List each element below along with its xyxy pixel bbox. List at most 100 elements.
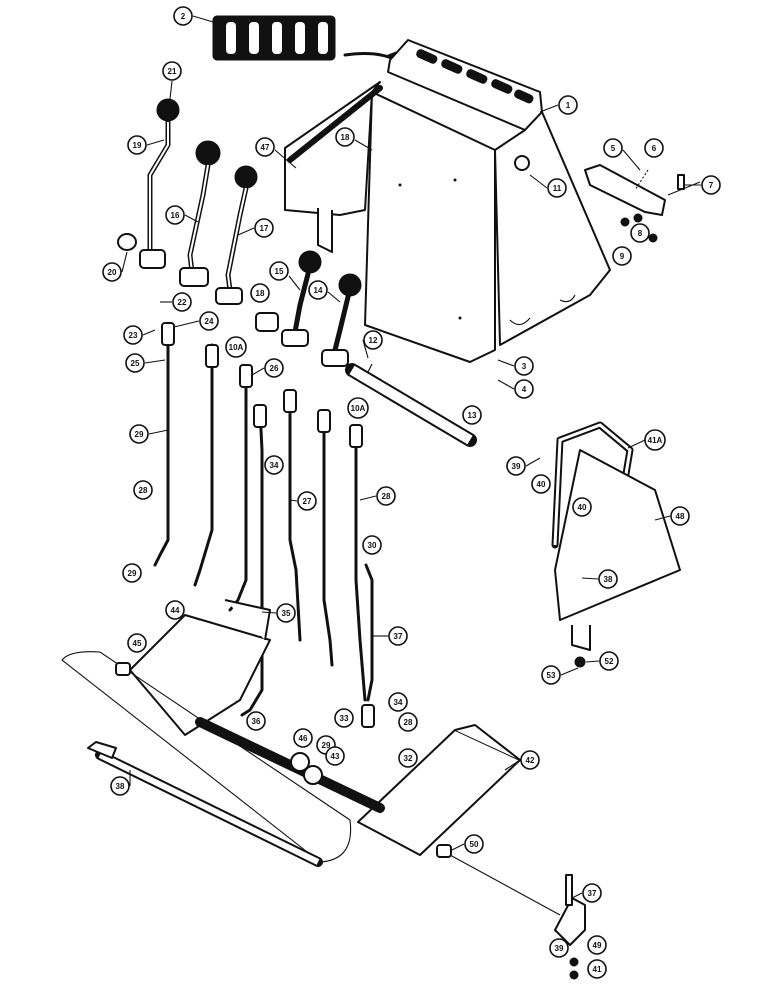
clevis-rod-set bbox=[153, 322, 375, 728]
callout-c-38b: 38 bbox=[110, 776, 130, 796]
callout-label: 11 bbox=[553, 184, 562, 193]
callout-c-5: 5 bbox=[603, 138, 623, 158]
callout-label: 19 bbox=[133, 141, 142, 150]
control-lever-14 bbox=[321, 273, 362, 367]
callout-label: 10A bbox=[351, 404, 366, 413]
callout-label: 20 bbox=[108, 268, 117, 277]
callout-label: 12 bbox=[369, 336, 378, 345]
callout-label: 25 bbox=[131, 359, 140, 368]
control-lever-17 bbox=[215, 165, 258, 305]
callout-label: 34 bbox=[270, 461, 279, 470]
callout-label: 4 bbox=[522, 385, 527, 394]
callout-label: 43 bbox=[331, 752, 340, 761]
callout-label: 38 bbox=[116, 782, 125, 791]
callout-c-4: 4 bbox=[514, 379, 534, 399]
callout-label: 10A bbox=[229, 343, 244, 352]
callout-c-7: 7 bbox=[701, 175, 721, 195]
callout-label: 1 bbox=[566, 101, 571, 110]
callout-label: 28 bbox=[139, 486, 148, 495]
callout-c-1: 1 bbox=[558, 95, 578, 115]
callout-c-18b: 18 bbox=[250, 283, 270, 303]
callout-label: 38 bbox=[604, 575, 613, 584]
callout-c-38: 38 bbox=[598, 569, 618, 589]
callout-c-26: 26 bbox=[264, 358, 284, 378]
callout-label: 21 bbox=[168, 67, 177, 76]
callout-c-17: 17 bbox=[254, 218, 274, 238]
callout-c-35: 35 bbox=[276, 603, 296, 623]
callout-label: 33 bbox=[340, 714, 349, 723]
callout-label: 32 bbox=[404, 754, 413, 763]
callout-c-28c: 28 bbox=[398, 712, 418, 732]
callout-label: 8 bbox=[638, 229, 643, 238]
bracket-part-48 bbox=[554, 449, 681, 668]
callout-c-49: 49 bbox=[587, 935, 607, 955]
callout-c-34b: 34 bbox=[388, 692, 408, 712]
callout-label: 28 bbox=[404, 718, 413, 727]
callout-c-29: 29 bbox=[129, 424, 149, 444]
callout-c-40b: 40 bbox=[572, 497, 592, 517]
callout-c-19: 19 bbox=[127, 135, 147, 155]
callout-c-11: 11 bbox=[547, 178, 567, 198]
callout-c-28b: 28 bbox=[133, 480, 153, 500]
callout-c-47: 47 bbox=[255, 137, 275, 157]
callout-label: 13 bbox=[468, 411, 477, 420]
callout-c-12: 12 bbox=[363, 330, 383, 350]
callout-c-15: 15 bbox=[269, 261, 289, 281]
callout-c-29b: 29 bbox=[122, 563, 142, 583]
callout-c-42: 42 bbox=[520, 750, 540, 770]
bracket-part-5 bbox=[584, 164, 701, 243]
bushing-set bbox=[115, 662, 452, 858]
callout-label: 50 bbox=[470, 840, 479, 849]
callout-label: 53 bbox=[547, 671, 556, 680]
callout-c-14: 14 bbox=[308, 280, 328, 300]
callout-label: 37 bbox=[394, 632, 403, 641]
callout-c-2: 2 bbox=[173, 6, 193, 26]
shaft-part-13 bbox=[345, 363, 477, 447]
callout-label: 24 bbox=[205, 317, 214, 326]
callout-label: 48 bbox=[676, 512, 685, 521]
callout-c-3: 3 bbox=[514, 356, 534, 376]
callout-label: 18 bbox=[256, 289, 265, 298]
callout-label: 45 bbox=[133, 639, 142, 648]
callout-c-36: 36 bbox=[246, 711, 266, 731]
callout-c-13: 13 bbox=[462, 405, 482, 425]
callout-label: 28 bbox=[382, 492, 391, 501]
callout-label: 37 bbox=[588, 889, 597, 898]
callout-c-43: 43 bbox=[325, 746, 345, 766]
callout-c-9: 9 bbox=[612, 246, 632, 266]
callout-c-21: 21 bbox=[162, 61, 182, 81]
callout-c-27: 27 bbox=[297, 491, 317, 511]
console-housing bbox=[284, 39, 611, 363]
callout-c-37: 37 bbox=[388, 626, 408, 646]
callout-c-16: 16 bbox=[165, 205, 185, 225]
foot-plate-part-44 bbox=[61, 599, 352, 863]
callout-c-22: 22 bbox=[172, 292, 192, 312]
callout-label: 26 bbox=[270, 364, 279, 373]
callout-c-50: 50 bbox=[464, 834, 484, 854]
callout-c-10a: 10A bbox=[225, 336, 247, 358]
callout-c-32: 32 bbox=[398, 748, 418, 768]
callout-label: 22 bbox=[178, 298, 187, 307]
callout-label: 23 bbox=[129, 331, 138, 340]
callout-label: 41 bbox=[593, 965, 602, 974]
callout-c-39b: 39 bbox=[549, 938, 569, 958]
callout-label: 6 bbox=[652, 144, 657, 153]
callout-c-24: 24 bbox=[199, 311, 219, 331]
control-lever-19 bbox=[117, 98, 180, 269]
callout-c-48: 48 bbox=[670, 506, 690, 526]
callout-label: 9 bbox=[620, 252, 625, 261]
callout-c-6: 6 bbox=[644, 138, 664, 158]
callout-label: 27 bbox=[303, 497, 312, 506]
callout-label: 30 bbox=[368, 541, 377, 550]
leader-lines bbox=[121, 15, 701, 899]
callout-label: 2 bbox=[181, 12, 186, 21]
callout-label: 7 bbox=[709, 181, 714, 190]
callout-label: 17 bbox=[260, 224, 269, 233]
callout-label: 3 bbox=[522, 362, 527, 371]
callout-label: 47 bbox=[261, 143, 270, 152]
callout-label: 49 bbox=[593, 941, 602, 950]
callout-c-23: 23 bbox=[123, 325, 143, 345]
callout-label: 42 bbox=[526, 756, 535, 765]
callout-c-52: 52 bbox=[599, 651, 619, 671]
callout-label: 46 bbox=[299, 734, 308, 743]
